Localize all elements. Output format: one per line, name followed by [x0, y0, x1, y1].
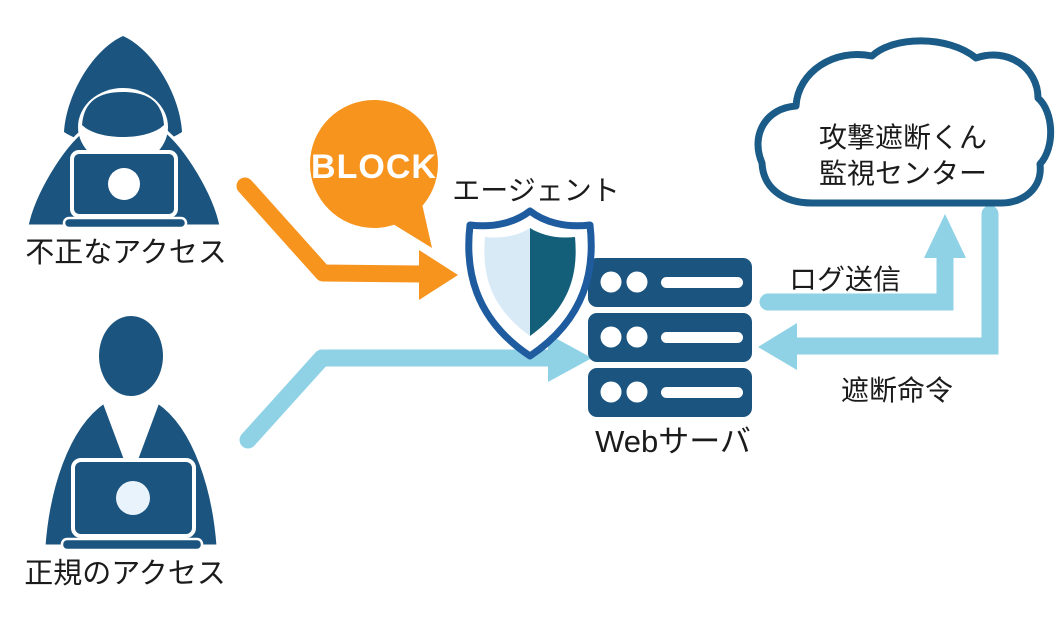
cloud-icon: 攻撃遮断くん 監視センター: [754, 37, 1055, 207]
hacker-laptop-logo: [108, 168, 140, 200]
log-send-arrowhead: [924, 214, 966, 258]
cloud-outline: [754, 37, 1055, 207]
hacker-laptop-base: [62, 216, 188, 230]
legit-access-arrow-line: [239, 349, 559, 449]
log-send-label: ログ送信: [789, 264, 901, 295]
legit-user-label: 正規のアクセス: [24, 558, 226, 590]
attack-arrow: [236, 177, 458, 300]
block-command-arrow-line: [787, 205, 999, 355]
hacker-icon: [25, 36, 223, 230]
attacker-label: 不正なアクセス: [25, 237, 227, 269]
log-send-arrow-line: [759, 247, 954, 311]
server-unit-1: [588, 258, 752, 307]
user-laptop-logo: [116, 481, 150, 515]
hacker-face-shadow: [82, 92, 164, 137]
block-command-arrow: [758, 205, 999, 370]
web-server-label: Webサーバ: [595, 424, 751, 459]
block-bubble: BLOCK: [310, 100, 438, 248]
legit-access-arrow: [239, 334, 592, 449]
block-bubble-body: [310, 100, 438, 228]
user-laptop-base: [60, 537, 204, 552]
attack-arrowhead: [419, 250, 458, 300]
shield-icon: [465, 207, 595, 360]
block-badge-text: BLOCK: [311, 148, 437, 186]
shield-right-half: [530, 228, 576, 336]
server-unit-2: [588, 313, 752, 362]
legit-access-arrowhead: [548, 334, 592, 382]
server-icon: [588, 258, 752, 417]
attack-arrow-line: [236, 177, 431, 283]
agent-label: エージェント: [452, 175, 619, 206]
server-unit-3: [588, 368, 752, 417]
block-command-arrowhead: [758, 323, 797, 370]
user-head: [99, 316, 163, 396]
log-send-arrow: [759, 214, 966, 311]
monitor-center-label-line1: 攻撃遮断くん: [819, 122, 987, 153]
monitor-center-label-line2: 監視センター: [819, 158, 987, 189]
user-icon: [42, 316, 220, 552]
block-command-label: 遮断命令: [841, 375, 953, 406]
